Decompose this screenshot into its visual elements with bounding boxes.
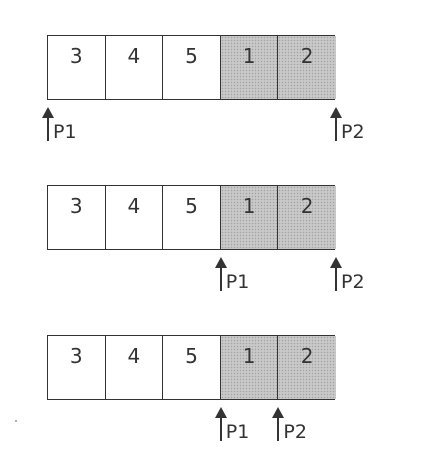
pointer-label: P2: [283, 421, 307, 443]
array-cell: 5: [163, 336, 221, 399]
stray-dot: [15, 420, 17, 422]
array-cell: 3: [48, 36, 106, 99]
array-cell: 4: [106, 186, 164, 249]
array-cell: 1: [220, 36, 279, 99]
pointer-label: P1: [53, 121, 77, 143]
arrow-up-icon: [214, 257, 227, 291]
arrow-up-icon: [272, 407, 285, 441]
pointer-p1: P1: [214, 407, 274, 447]
pointer-label: P1: [225, 421, 250, 443]
pointer-label: P1: [225, 271, 250, 293]
pointer-p2: P2: [329, 257, 389, 297]
pointer-p1: P1: [214, 257, 274, 297]
pointer-p2: P2: [329, 107, 389, 147]
array-cell: 1: [220, 336, 279, 399]
arrow-up-icon: [42, 107, 54, 141]
arrow-up-icon: [330, 107, 342, 141]
array-cell: 4: [106, 36, 164, 99]
array-cell: 4: [106, 336, 164, 399]
array-cell: 5: [163, 36, 221, 99]
pointer-p1: P1: [41, 107, 101, 147]
pointer-label: P2: [341, 271, 365, 293]
array-cell: 2: [278, 186, 336, 249]
array-cell: 2: [278, 336, 336, 399]
arrow-up-icon: [330, 257, 342, 291]
array-cell: 3: [48, 336, 106, 399]
array-cell: 2: [278, 36, 336, 99]
arrow-up-icon: [214, 407, 227, 441]
array-cell: 5: [163, 186, 221, 249]
pointer-p2: P2: [271, 407, 331, 447]
array-cell: 1: [220, 186, 279, 249]
array-cell: 3: [48, 186, 106, 249]
pointer-label: P2: [341, 121, 365, 143]
